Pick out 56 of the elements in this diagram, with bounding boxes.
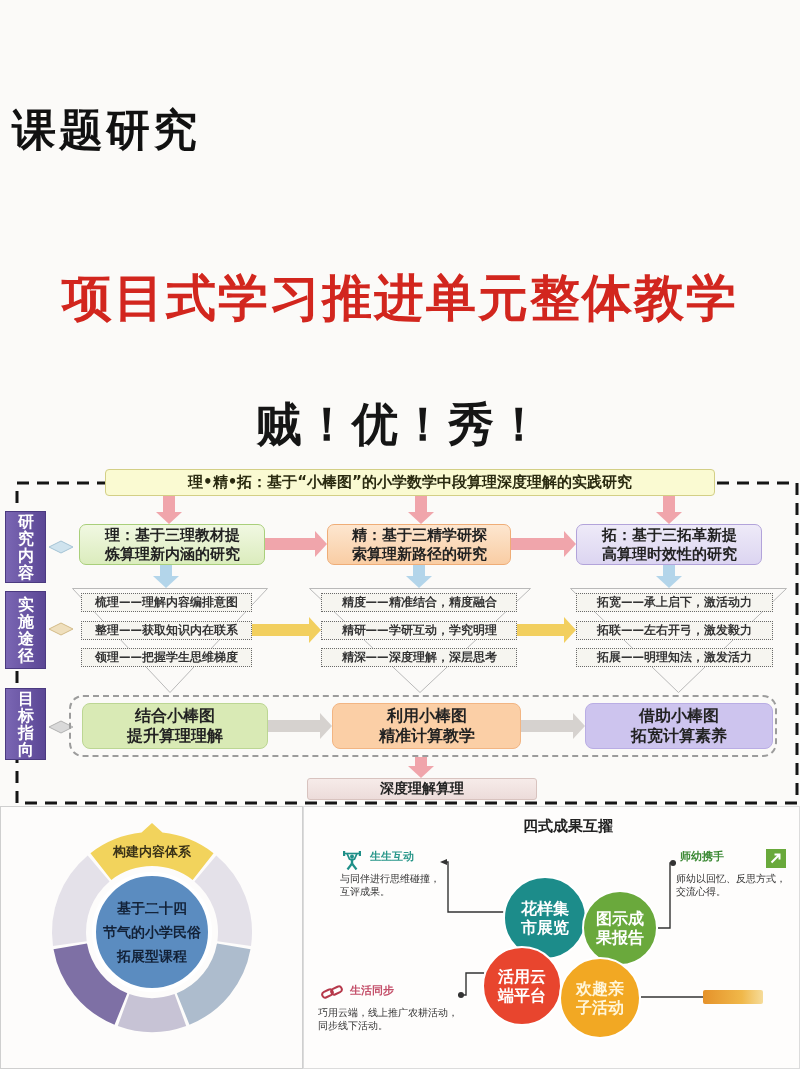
block-arrow [656,565,682,588]
connector-line [657,860,677,929]
block-arrow [156,496,182,524]
dotted-box: 精深——深度理解，深层思考 [321,648,517,667]
callout-heading: 师幼携手 [680,850,724,864]
triangle-outline [72,588,268,693]
connector-line [457,972,485,998]
dotted-box: 梳理——理解内容编排意图 [81,593,252,612]
callout-text: 与同伴进行思维碰撞，互评成果。 [340,872,440,898]
goal-box: 利用小棒图精准计算教学 [332,703,521,749]
callout-heading: 生生互动 [370,850,414,864]
page-title: 课题研究 [12,103,200,157]
circle-node: 图示成果报告 [582,890,658,966]
ring-segment: 构建内容体系 [90,823,214,881]
block-arrow [408,757,434,778]
side-tab: 研究内容 [5,511,46,583]
triangle-outline [309,588,531,693]
block-arrow [511,531,576,557]
result-box: 深度理解算理 [307,778,537,800]
dotted-box: 整理——获取知识内在联系 [81,621,252,640]
process-box: 理：基于三理教材提炼算理新内涵的研究 [79,524,265,565]
callout-text: 师幼以回忆、反思方式，交流心得。 [676,872,787,898]
dotted-box: 拓联——左右开弓，激发毅力 [576,621,773,640]
goal-box: 结合小棒图提升算理理解 [82,703,268,749]
block-arrow [406,565,432,588]
block-arrow [521,713,585,739]
dotted-box: 领理——把握学生思维梯度 [81,648,252,667]
main-heading: 项目式学习推进单元整体教学 [62,267,738,329]
block-arrow [268,713,332,739]
callout-heading: 生活同步 [350,984,394,998]
circle-node: 活用云端平台 [482,946,562,1026]
callout-text: 巧用云端，线上推广农耕活动，同步线下活动。 [318,1006,458,1032]
dashed-group-frame [69,695,777,757]
block-arrow [153,565,179,588]
dotted-box: 精研——学研互动，学究明理 [321,621,517,640]
triangle-outline [570,588,787,693]
circle-node: 欢趣亲子活动 [559,957,641,1039]
process-box: 精：基于三精学研探索算理新路径的研究 [327,524,511,565]
title-box: 理•精•拓：基于“小棒图”的小学数学中段算理深度理解的实践研究 [105,469,715,496]
block-arrow [265,531,327,557]
dotted-box: 拓展——明理知法，激发活力 [576,648,773,667]
block-arrow [656,496,682,524]
dotted-box: 精度——精准结合，精度融合 [321,593,517,612]
process-box: 拓：基于三拓革新提高算理时效性的研究 [576,524,762,565]
side-tab: 目标指向 [5,688,46,760]
connector-line [640,996,704,998]
dotted-box: 拓宽——承上启下，激活动力 [576,593,773,612]
subheading: 贼！优！秀！ [256,396,544,453]
side-tab: 实施途径 [5,591,46,669]
connector-line [440,859,505,913]
label-tag [703,990,763,1004]
block-arrow [408,496,434,524]
block-arrow [517,617,576,643]
panel-heading: 四式成果互擢 [523,816,613,836]
goal-box: 借助小棒图拓宽计算素养 [585,703,773,749]
block-arrow [252,617,321,643]
